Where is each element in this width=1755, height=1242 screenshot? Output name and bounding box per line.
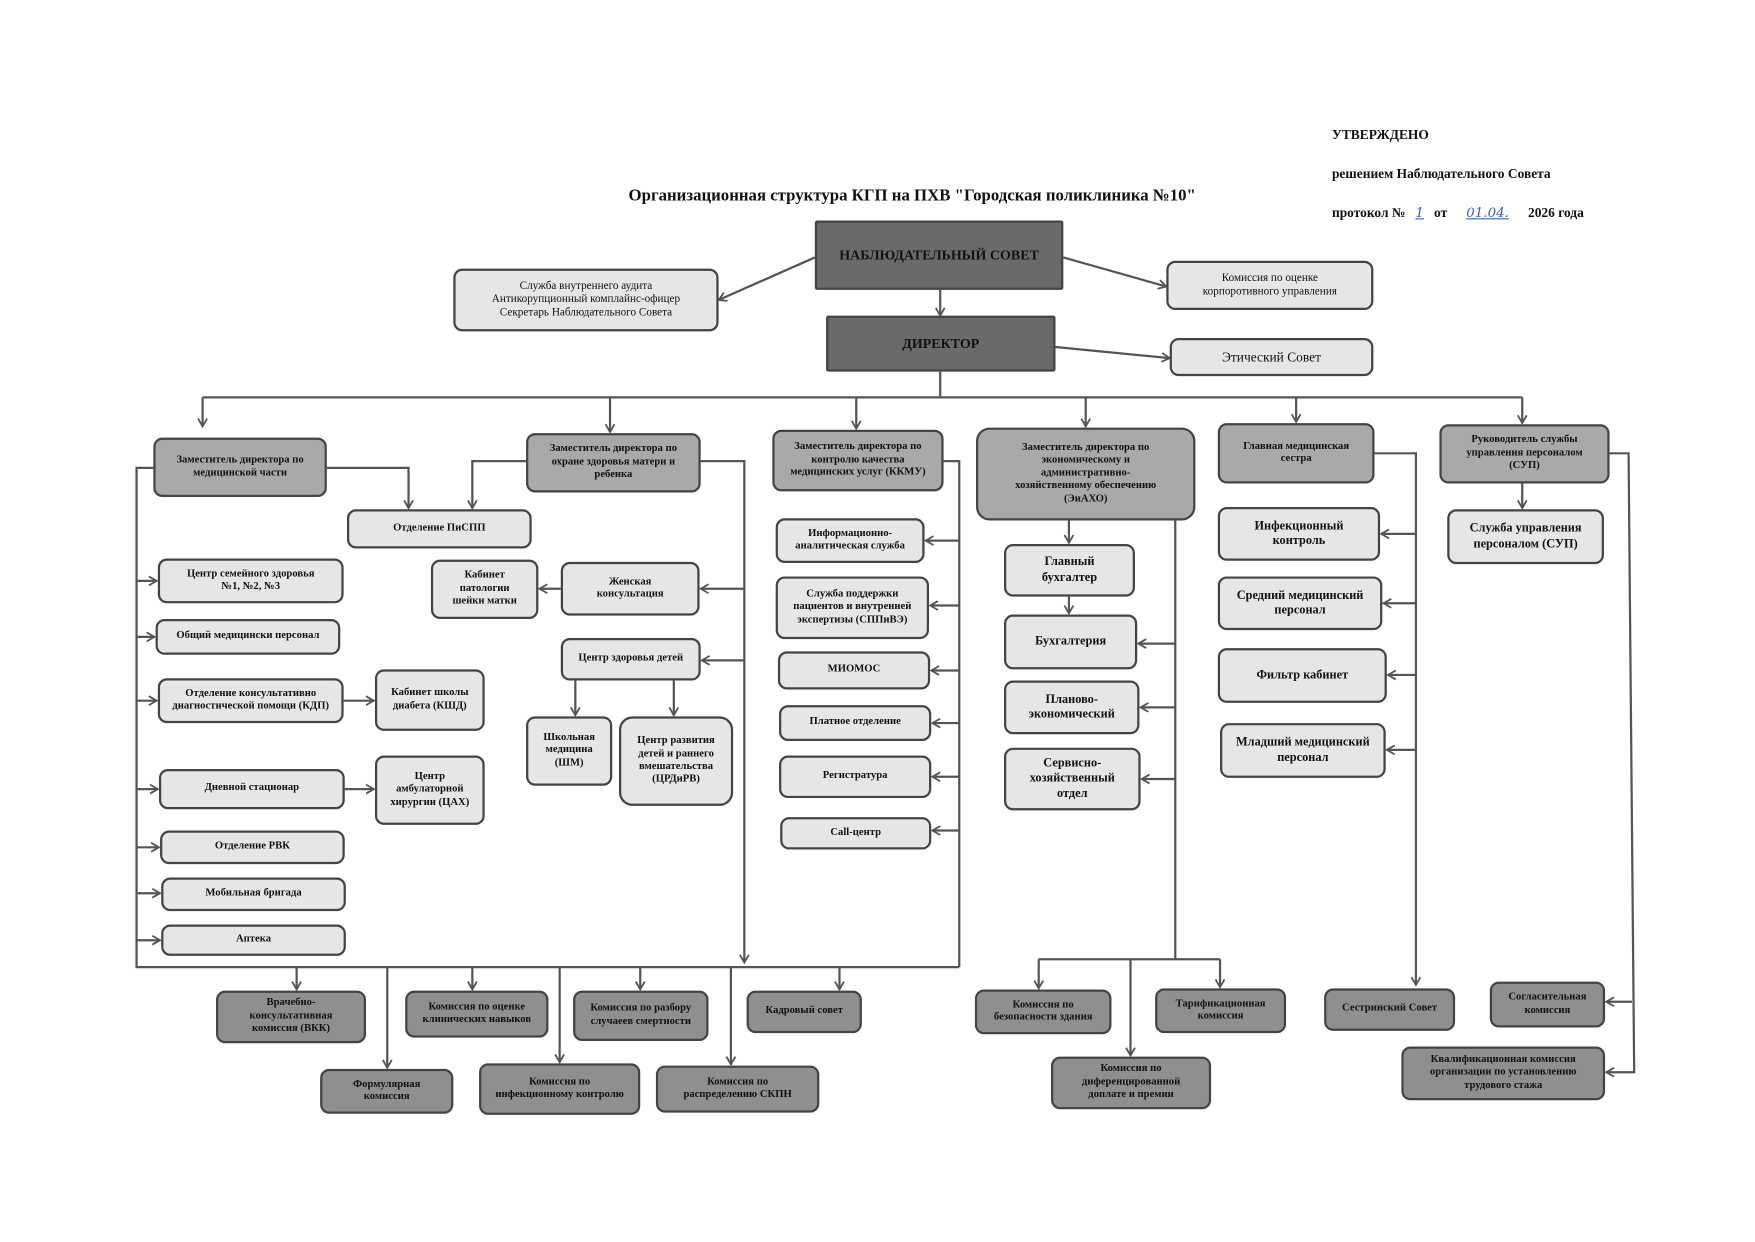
unit-call-center: Call-центр (780, 817, 932, 850)
protocol-label: протокол № (1331, 204, 1406, 221)
committee-conciliation: Согласительная комиссия (1489, 981, 1606, 1028)
unit-planning: Планово- экономический (1004, 680, 1140, 735)
unit-hr-service: Служба управления персоналом (СУП) (1447, 509, 1604, 565)
unit-patient-support: Служба поддержки пациентов и внутренней … (775, 576, 930, 640)
unit-child-health: Центр здоровья детей (560, 638, 701, 681)
deputy-medical: Заместитель директора по медицинской час… (153, 437, 327, 497)
hr-head: Руководитель службы управления персонало… (1439, 424, 1610, 484)
nursing-council: Сестринский Совет (1324, 988, 1456, 1031)
personnel-council: Кадровый совет (746, 990, 862, 1034)
committee-mortality: Комиссия по разбору случаеев смертности (573, 990, 709, 1041)
ethics-council: Этический Совет (1169, 338, 1374, 377)
unit-filter-room: Фильтр кабинет (1217, 648, 1387, 703)
connector-arrow (1374, 452, 1422, 987)
unit-infection-control: Инфекционный контроль (1217, 507, 1381, 561)
committee-clinical-skills: Комиссия по оценке клинических навыков (405, 990, 549, 1038)
committee-qualification: Квалификационная комиссия организации по… (1401, 1046, 1606, 1101)
committee-infection: Комиссия по инфекционному контролю (479, 1063, 641, 1115)
connector-line (135, 466, 960, 969)
unit-miomos: МИОМОС (777, 651, 931, 690)
protocol-date: 01.04. (1466, 204, 1509, 221)
connector-arrow (1604, 452, 1636, 1078)
unit-paid-dept: Платное отделение (779, 705, 932, 741)
committee-vkk: Врачебно- консультативная комиссия (ВКК) (216, 990, 367, 1044)
connector-arrow (326, 466, 414, 510)
unit-registry: Регистратура (779, 755, 932, 799)
protocol-from: от (1434, 204, 1448, 221)
unit-pispp: Отделение ПиСПП (346, 509, 532, 549)
connector-arrow (1063, 256, 1169, 290)
protocol-year: 2026 года (1527, 204, 1584, 221)
unit-junior-staff: Младший медицинский персонал (1220, 723, 1386, 778)
deputy-maternal: Заместитель директора по охране здоровья… (526, 433, 701, 493)
page-title: Организационная структура КГП на ПХВ "Го… (628, 186, 1196, 205)
director: ДИРЕКТОР (826, 315, 1056, 372)
unit-mobile-team: Мобильная бригада (161, 877, 346, 912)
unit-general-staff: Общий медицински персонал (155, 618, 341, 655)
corp-governance-commission: Комиссия по оценке корпоротивного управл… (1166, 260, 1374, 311)
unit-school-medicine: Школьная медицина (ШМ) (526, 716, 613, 786)
deputy-quality: Заместитель директора по контролю качест… (772, 429, 944, 492)
committee-tariff: Тарификационная комиссия (1155, 988, 1287, 1034)
unit-chief-accountant: Главный бухгалтер (1004, 543, 1135, 597)
protocol-number: 1 (1415, 204, 1424, 221)
approval-decision: решением Наблюдательного Совета (1331, 165, 1551, 182)
unit-cervical: Кабинет патологии шейки матки (430, 559, 539, 619)
connector-arrow (467, 460, 527, 510)
unit-diabetes-school: Кабинет школы диабета (КШД) (374, 669, 485, 731)
unit-surgery-center: Центр амбулаторной хирургии (ЦАХ) (374, 755, 485, 825)
connector-arrow (716, 256, 816, 302)
unit-child-development: Центр развития детей и раннего вмешатель… (618, 716, 734, 806)
unit-accounting: Бухгалтерия (1004, 614, 1138, 670)
unit-womens-clinic: Женская консультация (560, 561, 700, 616)
unit-family-health: Центр семейного здоровья №1, №2, №3 (157, 558, 344, 604)
deputy-economics: Заместитель директора по экономическому … (976, 427, 1196, 521)
connector-arrow (1055, 345, 1172, 363)
unit-info-analytics: Информационно- аналитическая служба (775, 518, 925, 564)
committee-building-safety: Комиссия по безопасности здания (974, 989, 1112, 1035)
committee-formulary: Формулярная комиссия (320, 1068, 454, 1114)
unit-kdp: Отделение консультативно диагностической… (157, 678, 344, 724)
supervisory-board: НАБЛЮДАТЕЛЬНЫЙ СОВЕТ (814, 220, 1064, 290)
unit-mid-staff: Средний медицинский персонал (1217, 576, 1383, 631)
unit-day-hospital: Дневной стационар (158, 768, 345, 810)
connector-arrow (700, 460, 750, 965)
head-nurse: Главная медицинская сестра (1217, 423, 1375, 484)
internal-audit: Служба внутреннего аудита Антикорупционн… (453, 268, 719, 332)
approval-heading: УТВЕРЖДЕНО (1331, 126, 1429, 143)
committee-skpn: Комиссия по распределению СКПН (655, 1065, 820, 1113)
unit-rvk: Отделение РВК (160, 830, 345, 865)
unit-service: Сервисно- хозяйственный отдел (1004, 747, 1141, 811)
connector-line (943, 460, 961, 968)
approval-stamp: УТВЕРЖДЕНО решением Наблюдательного Сове… (1332, 106, 1584, 223)
committee-bonus: Комиссия по диференцированной доплате и … (1051, 1056, 1212, 1110)
unit-pharmacy: Аптека (161, 924, 346, 956)
